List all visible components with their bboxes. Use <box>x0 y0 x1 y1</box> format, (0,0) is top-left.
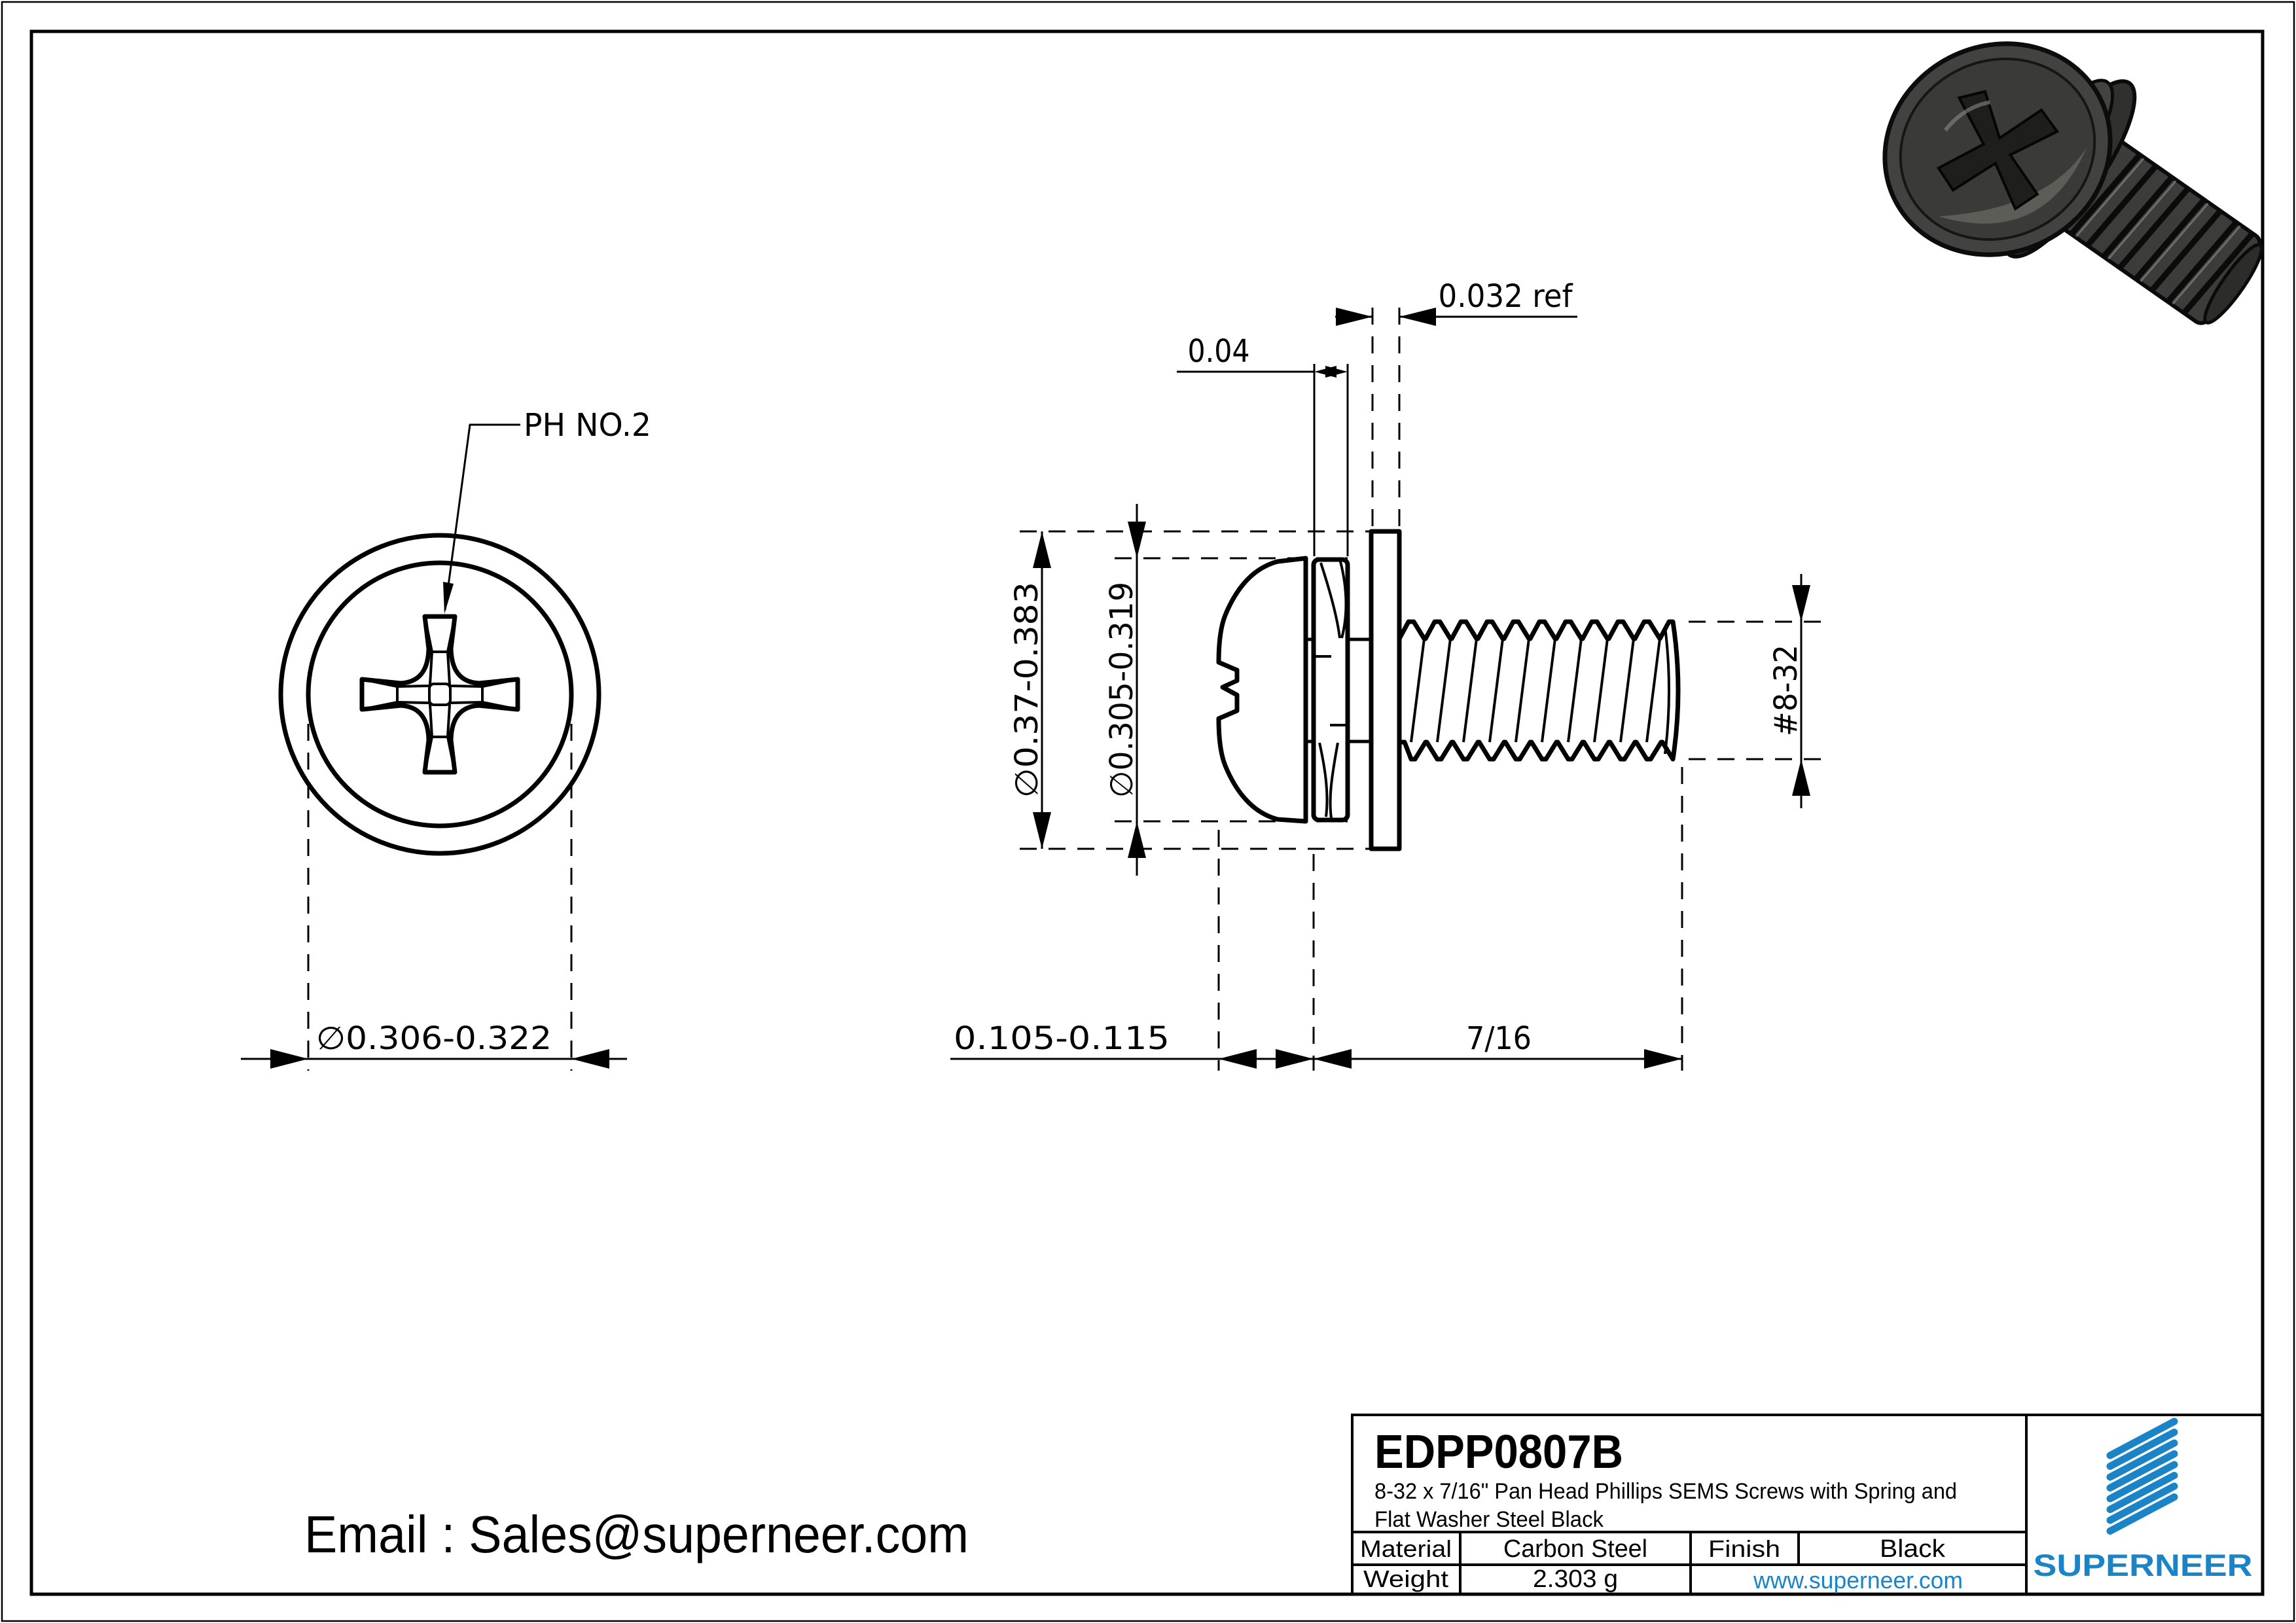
thread <box>1397 619 1681 762</box>
title-block: EDPP0807B 8-32 x 7/16" Pan Head Phillips… <box>1351 1414 2263 1594</box>
side-view: 0.04 0.032 ref ∅0.37-0.383 <box>950 278 1831 1071</box>
brand-name: SUPERNEER <box>2034 1548 2253 1582</box>
page-inner-border <box>29 29 2265 1596</box>
logo-stripes-icon <box>2106 1418 2178 1535</box>
screw-3d-image <box>1882 41 2263 325</box>
washer-od-label: ∅0.37-0.383 <box>1009 582 1045 798</box>
front-head-od-label: ∅0.306-0.322 <box>316 1020 552 1057</box>
flat-washer-thickness-label: 0.032 ref <box>1439 278 1573 315</box>
side-head-od-dimension: ∅0.305-0.319 <box>1103 504 1348 876</box>
material-value: Carbon Steel <box>1503 1535 1647 1563</box>
front-view: PH NO.2 ∅0.306-0.322 <box>241 407 651 1071</box>
flat-washer <box>1369 529 1402 851</box>
material-label: Material <box>1360 1535 1452 1562</box>
shank-lines <box>1306 637 1371 743</box>
screw-3d-head <box>1882 41 2113 257</box>
phillips-callout-label: PH NO.2 <box>524 407 651 444</box>
bottom-dimensions: 0.105-0.115 7/16 <box>950 767 1683 1071</box>
website-link[interactable]: www.superneer.com <box>1753 1567 1963 1594</box>
description-line2: Flat Washer Steel Black <box>1374 1507 1604 1532</box>
side-head-od-label: ∅0.305-0.319 <box>1103 582 1140 798</box>
spring-thickness-label: 0.04 <box>1188 333 1250 370</box>
phillips-callout: PH NO.2 <box>443 407 651 614</box>
thread-spec-dimension: #8-32 <box>1689 574 1831 808</box>
pan-head <box>1216 556 1308 824</box>
flat-washer-thickness-dimension: 0.032 ref <box>1335 278 1577 531</box>
description-line1: 8-32 x 7/16" Pan Head Phillips SEMS Scre… <box>1374 1479 1957 1504</box>
weight-label: Weight <box>1363 1565 1448 1592</box>
head-height-label: 0.105-0.115 <box>954 1020 1170 1057</box>
part-number: EDPP0807B <box>1374 1426 1623 1478</box>
spring-thickness-dimension: 0.04 <box>1177 333 1349 556</box>
weight-value: 2.303 g <box>1533 1565 1618 1593</box>
phillips-recess <box>359 614 520 775</box>
spring-washer <box>1311 557 1350 823</box>
leader-arrow <box>443 582 454 614</box>
thread-spec-label: #8-32 <box>1768 645 1804 736</box>
contact-email[interactable]: Email : Sales@superneer.com <box>304 1505 969 1563</box>
superneer-logo: SUPERNEER <box>2034 1418 2253 1582</box>
thread-length-label: 7/16 <box>1466 1020 1532 1057</box>
front-head-od-dimension: ∅0.306-0.322 <box>241 695 627 1071</box>
finish-label: Finish <box>1708 1535 1780 1562</box>
phillips-recess-3d <box>1936 90 2060 211</box>
washer-od-dimension: ∅0.37-0.383 <box>1009 530 1371 850</box>
finish-value: Black <box>1880 1535 1946 1563</box>
